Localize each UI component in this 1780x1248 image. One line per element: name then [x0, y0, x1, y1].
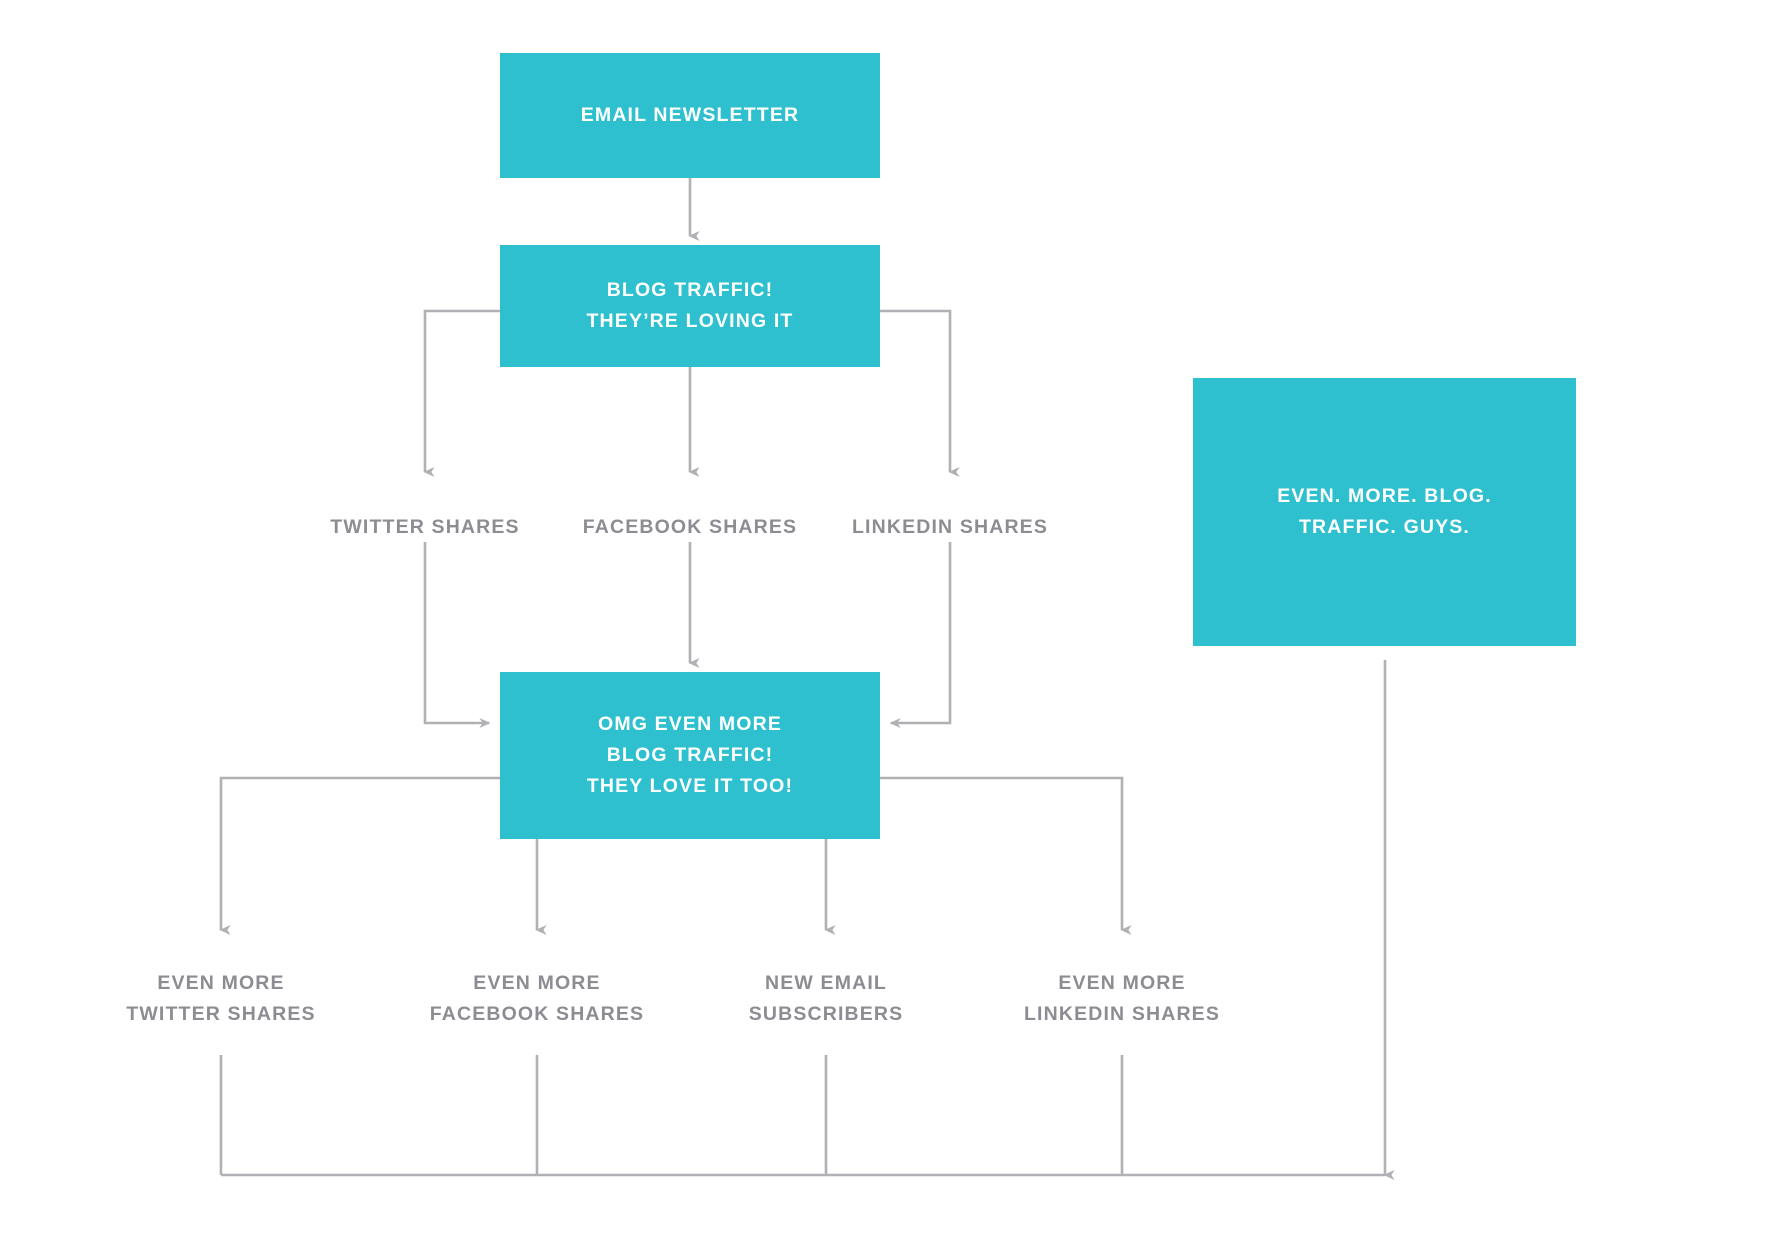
label-linkedin-shares: LINKEDIN SHARES [852, 512, 1048, 543]
connector-twitter-to-omg-box [423, 542, 491, 728]
label-facebook-shares: FACEBOOK SHARES [583, 512, 797, 543]
label-twitter-shares: TWITTER SHARES [330, 512, 519, 543]
label-even-more-twitter-shares-text: EVEN MORE TWITTER SHARES [126, 972, 316, 1025]
label-even-more-linkedin-shares: EVEN MORE LINKEDIN SHARES [1024, 968, 1220, 1030]
connector-omg-box-to-even-more-linkedin [880, 776, 1132, 935]
node-email-newsletter[interactable]: EMAIL NEWSLETTER [500, 53, 880, 178]
node-blog-traffic[interactable]: BLOG TRAFFIC! THEY’RE LOVING IT [500, 245, 880, 367]
node-even-more-blog-traffic-guys[interactable]: EVEN. MORE. BLOG. TRAFFIC. GUYS. [1193, 378, 1576, 646]
node-omg-even-more-blog-traffic-label: OMG EVEN MORE BLOG TRAFFIC! THEY LOVE IT… [586, 713, 794, 797]
label-even-more-twitter-shares: EVEN MORE TWITTER SHARES [126, 968, 315, 1030]
label-new-email-subscribers: NEW EMAIL SUBSCRIBERS [749, 968, 904, 1030]
node-omg-even-more-blog-traffic[interactable]: OMG EVEN MORE BLOG TRAFFIC! THEY LOVE IT… [500, 672, 880, 839]
label-even-more-linkedin-shares-text: EVEN MORE LINKEDIN SHARES [1023, 972, 1221, 1025]
label-linkedin-shares-text: LINKEDIN SHARES [851, 516, 1049, 538]
connector-omg-box-to-even-more-twitter [219, 776, 500, 935]
connector-blog-traffic-to-linkedin [880, 309, 960, 477]
label-facebook-shares-text: FACEBOOK SHARES [582, 516, 798, 538]
label-even-more-facebook-shares: EVEN MORE FACEBOOK SHARES [430, 968, 644, 1030]
connector-linkedin-to-omg-box [889, 542, 952, 728]
node-blog-traffic-label: BLOG TRAFFIC! THEY’RE LOVING IT [586, 279, 794, 332]
label-even-more-facebook-shares-text: EVEN MORE FACEBOOK SHARES [429, 972, 645, 1025]
node-email-newsletter-label: EMAIL NEWSLETTER [580, 104, 800, 127]
label-new-email-subscribers-text: NEW EMAIL SUBSCRIBERS [748, 972, 904, 1025]
connector-blog-traffic-to-twitter [423, 309, 500, 477]
label-twitter-shares-text: TWITTER SHARES [330, 516, 520, 538]
node-even-more-blog-traffic-guys-label: EVEN. MORE. BLOG. TRAFFIC. GUYS. [1277, 485, 1492, 538]
